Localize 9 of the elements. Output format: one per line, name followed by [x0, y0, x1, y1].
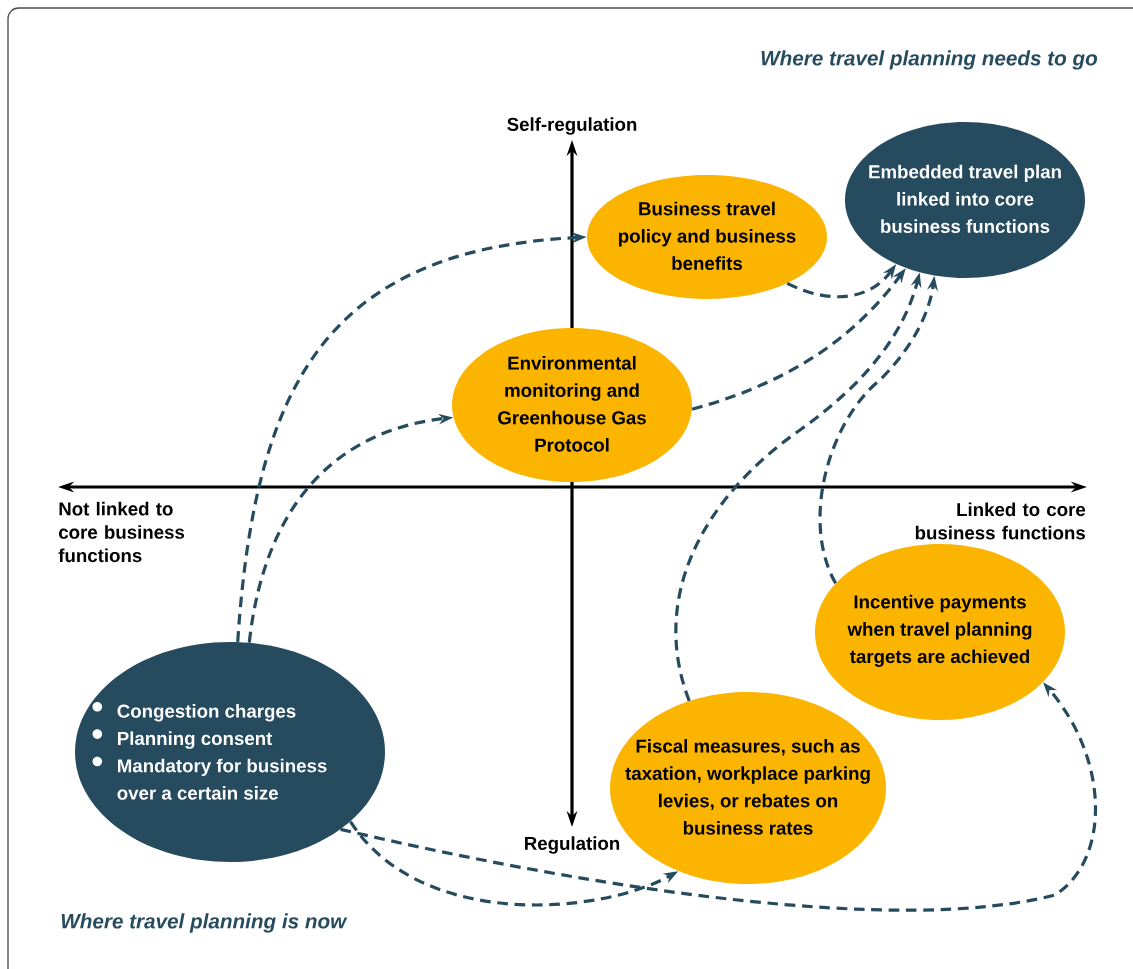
quadrant-title: Where travel planning is now [61, 913, 348, 933]
oval-bubble: Congestion charges Planning consent Mandatory for business over a certain size [75, 642, 385, 862]
oval-bubble: Business travel policy and business benefits [587, 175, 827, 299]
axis-label: Self-regulation [507, 117, 637, 135]
axis-label: Not linked to core business functions [58, 501, 185, 563]
oval-bubble: Embedded travel plan linked into core business functions [845, 122, 1085, 278]
oval-bubble: Incentive payments when travel planning targets are achieved [815, 544, 1065, 720]
quadrant-title: Where travel planning needs to go [761, 50, 1098, 70]
oval-bubble: Environmental monitoring and Greenhouse Gas Protocol [452, 328, 692, 482]
